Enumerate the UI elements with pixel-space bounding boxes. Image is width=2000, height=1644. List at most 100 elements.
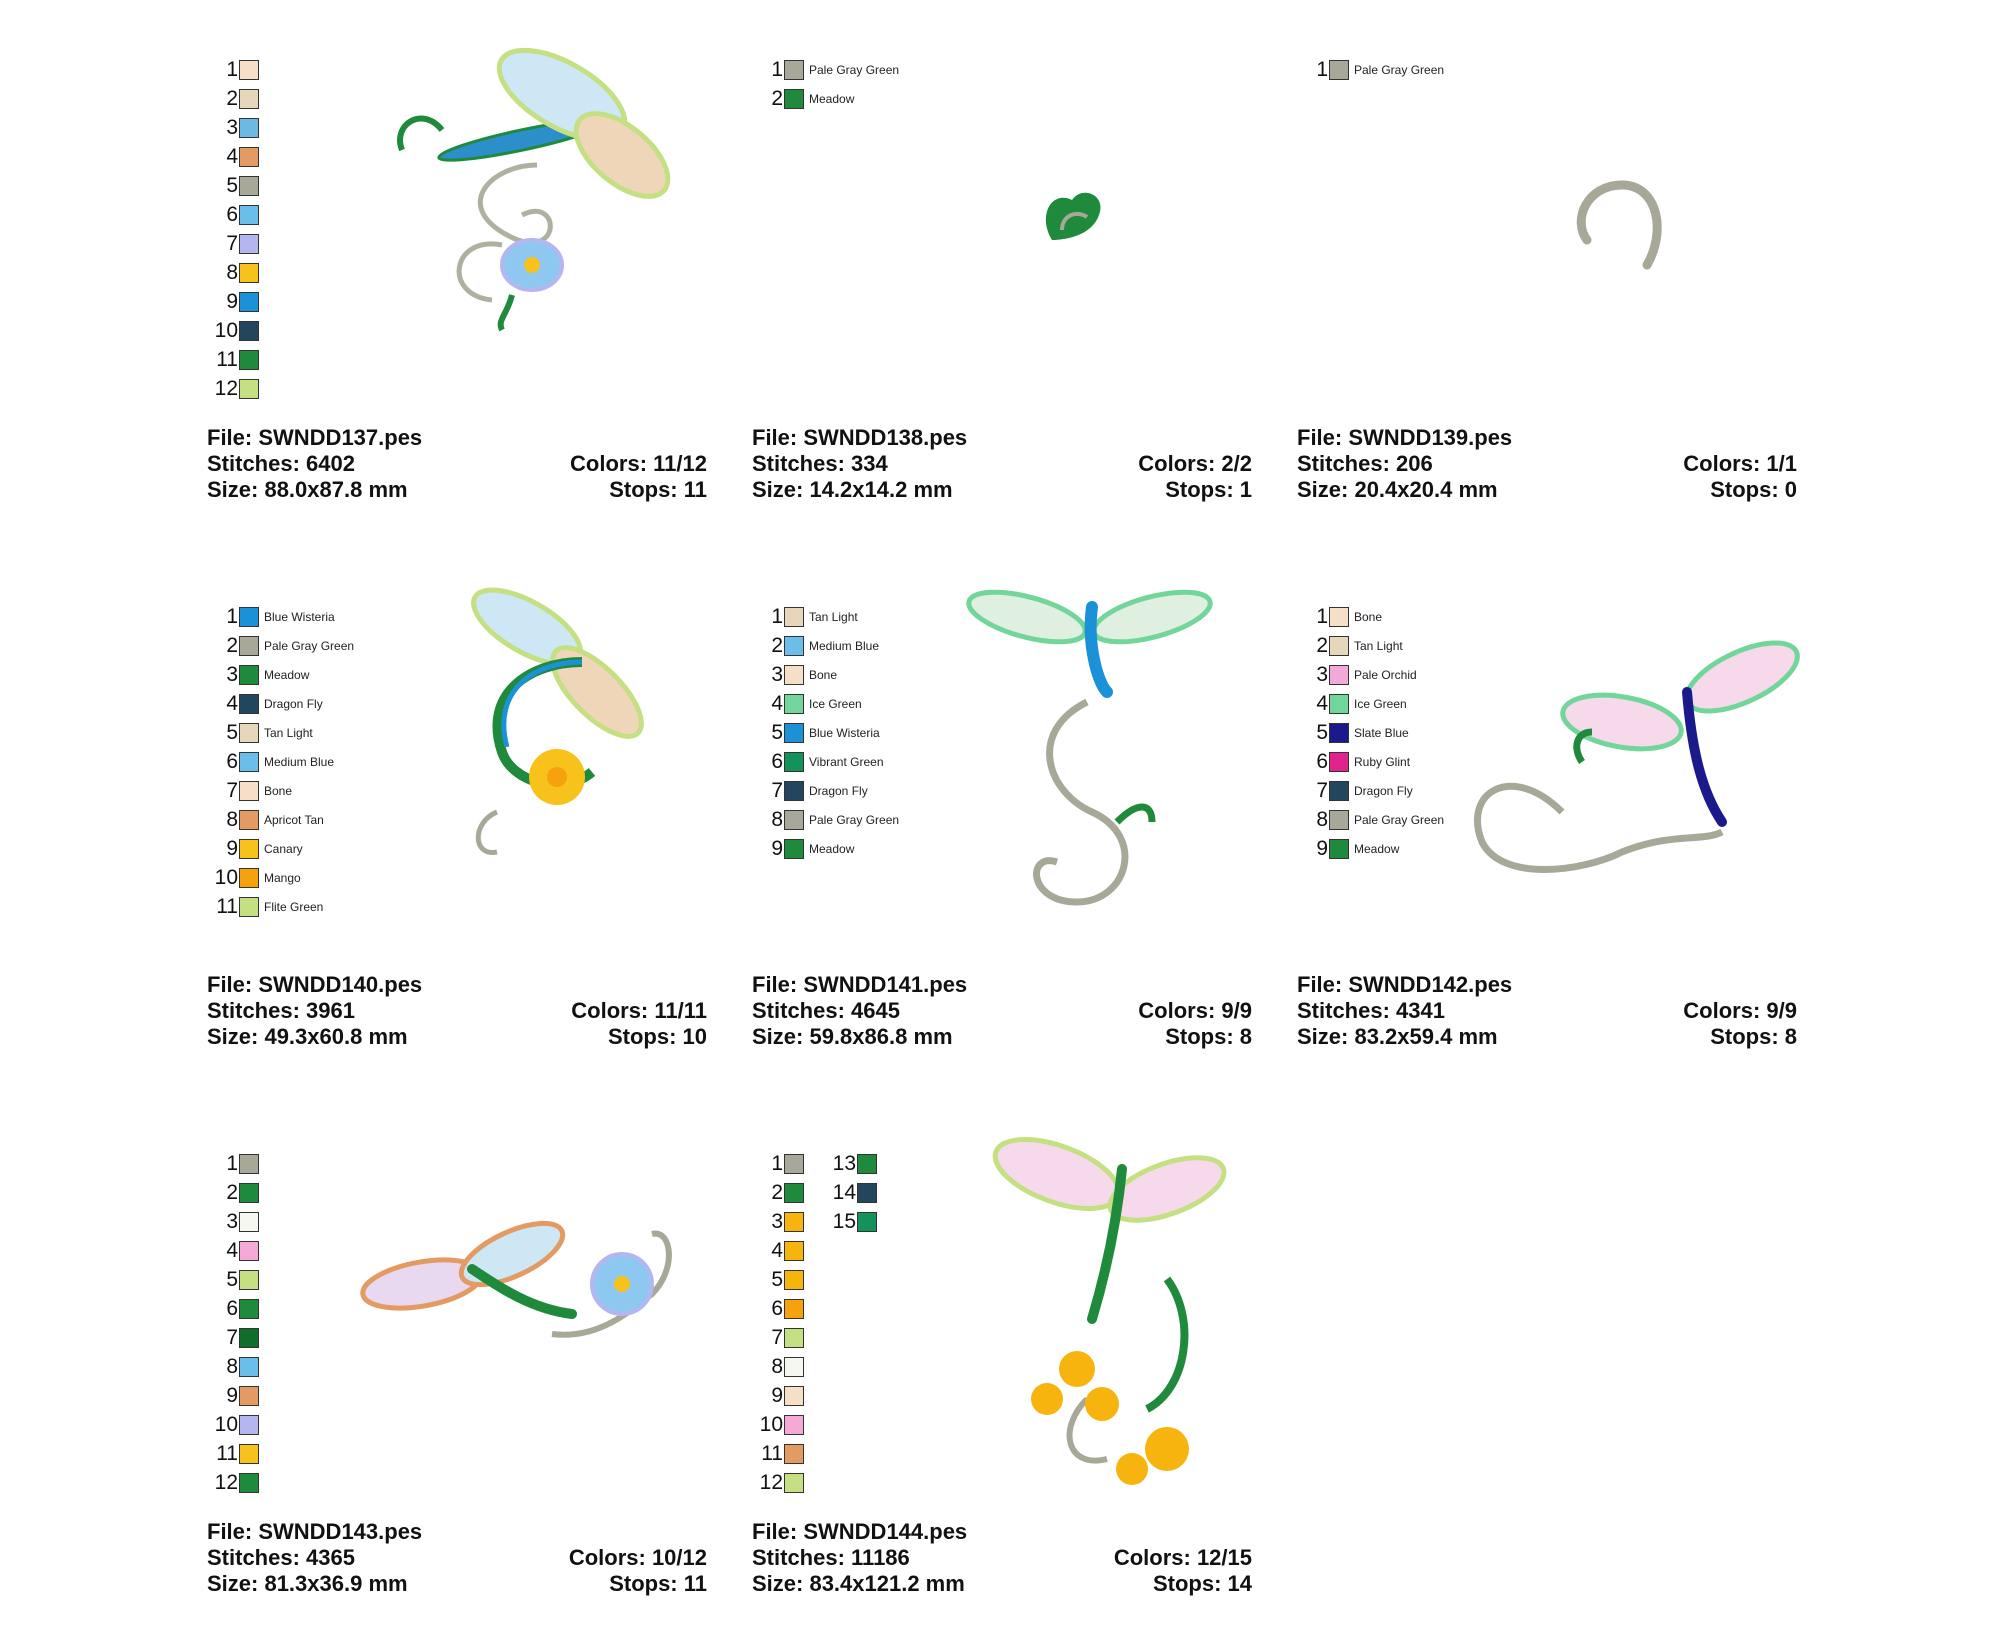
thread-number: 5 [771, 721, 783, 744]
color-count: Colors: 12/15 [1113, 1545, 1252, 1570]
design-size: Size: 83.4x121.2 mm [752, 1571, 965, 1596]
thread-color-swatch [239, 1472, 259, 1493]
thread-swatch-row: 12 [752, 1468, 804, 1497]
thread-number: 5 [226, 721, 238, 744]
thread-color-swatch [239, 1240, 259, 1261]
thread-color-swatch [784, 1298, 804, 1319]
thread-color-name: Pale Gray Green [264, 638, 355, 653]
design-preview-image [332, 582, 742, 962]
color-count: Colors: 1/1 [1683, 451, 1797, 476]
thread-color-swatch [784, 88, 804, 109]
thread-color-name: Vibrant Green [809, 754, 884, 769]
thread-color-swatch [239, 722, 259, 743]
thread-number: 3 [1316, 663, 1328, 686]
color-count: Colors: 11/12 [570, 451, 707, 476]
file-name: File: SWNDD137.pes [207, 425, 423, 450]
thread-color-swatch [1329, 635, 1349, 656]
file-name: File: SWNDD143.pes [207, 1519, 423, 1544]
dragonfly-flower-embroidery-icon [471, 587, 644, 855]
thread-number: 1 [226, 1152, 238, 1175]
design-size: Size: 88.0x87.8 mm [207, 477, 408, 502]
thread-color-swatch [239, 664, 259, 685]
stitch-count: Stitches: 206 [1297, 451, 1433, 476]
thread-color-swatch [239, 320, 259, 341]
thread-number: 7 [771, 1326, 783, 1349]
thread-color-swatch [239, 1211, 259, 1232]
thread-color-name: Tan Light [1354, 638, 1403, 653]
design-preview-image [877, 582, 1287, 962]
thread-color-name: Tan Light [809, 609, 858, 624]
dragonfly-swirl-embroidery-icon [966, 589, 1213, 906]
thread-color-swatch [784, 838, 804, 859]
thread-color-swatch [239, 378, 259, 399]
thread-swatch-row: 2 [207, 1178, 259, 1207]
thread-number: 4 [226, 145, 238, 168]
thread-number: 4 [226, 1239, 238, 1262]
thread-number: 8 [226, 808, 238, 831]
thread-color-swatch [239, 1414, 259, 1435]
thread-color-name: Medium Blue [264, 754, 335, 769]
thread-color-name: Blue Wisteria [264, 609, 335, 624]
thread-swatch-row: 3 [207, 113, 259, 142]
dragonfly-flower-embroidery-icon [360, 1220, 672, 1338]
thread-swatch-row: 10 [752, 1410, 804, 1439]
design-size: Size: 49.3x60.8 mm [207, 1024, 408, 1049]
file-name: File: SWNDD140.pes [207, 972, 423, 997]
thread-color-name: Blue Wisteria [809, 725, 880, 740]
thread-swatch-row: 1 [752, 1149, 804, 1178]
thread-number: 6 [1316, 750, 1328, 773]
thread-color-name: Meadow [264, 667, 310, 682]
thread-number: 2 [226, 87, 238, 110]
thread-swatch-row: 8 [207, 258, 259, 287]
thread-swatch-row: 11 [207, 345, 259, 374]
thread-color-swatch [784, 751, 804, 772]
thread-swatch-row: 11 [207, 1439, 259, 1468]
thread-swatch-row: 8 [752, 1352, 804, 1381]
thread-color-swatch [239, 175, 259, 196]
color-count: Colors: 11/11 [571, 998, 707, 1023]
thread-color-name: Pale Gray Green [809, 812, 900, 827]
thread-swatch-row: 9 [207, 1381, 259, 1410]
design-preview-image [332, 1129, 742, 1509]
thread-color-swatch [784, 1211, 804, 1232]
thread-color-swatch [239, 88, 259, 109]
thread-number: 2 [771, 634, 783, 657]
thread-number: 12 [759, 1471, 783, 1494]
thread-number: 13 [832, 1152, 856, 1175]
thread-color-name: Bone [809, 667, 838, 682]
color-count: Colors: 9/9 [1138, 998, 1252, 1023]
thread-color-swatch [1329, 59, 1349, 80]
thread-color-name: Slate Blue [1354, 725, 1409, 740]
thread-number: 6 [226, 750, 238, 773]
thread-swatch-row: 12 [207, 1468, 259, 1497]
thread-color-swatch [239, 896, 259, 917]
stop-count: Stops: 0 [1710, 477, 1797, 502]
thread-number: 8 [771, 1355, 783, 1378]
thread-color-swatch [1329, 693, 1349, 714]
stitch-count: Stitches: 4365 [207, 1545, 355, 1570]
dragonfly-flower-embroidery-icon [397, 47, 671, 332]
thread-color-swatch [239, 1298, 259, 1319]
thread-swatch-row: 2 [752, 1178, 804, 1207]
thread-swatch-row: 15 [825, 1207, 877, 1236]
thread-swatch-row: 4 [207, 142, 259, 171]
thread-color-name: Medium Blue [809, 638, 880, 653]
thread-number: 11 [216, 1442, 238, 1465]
